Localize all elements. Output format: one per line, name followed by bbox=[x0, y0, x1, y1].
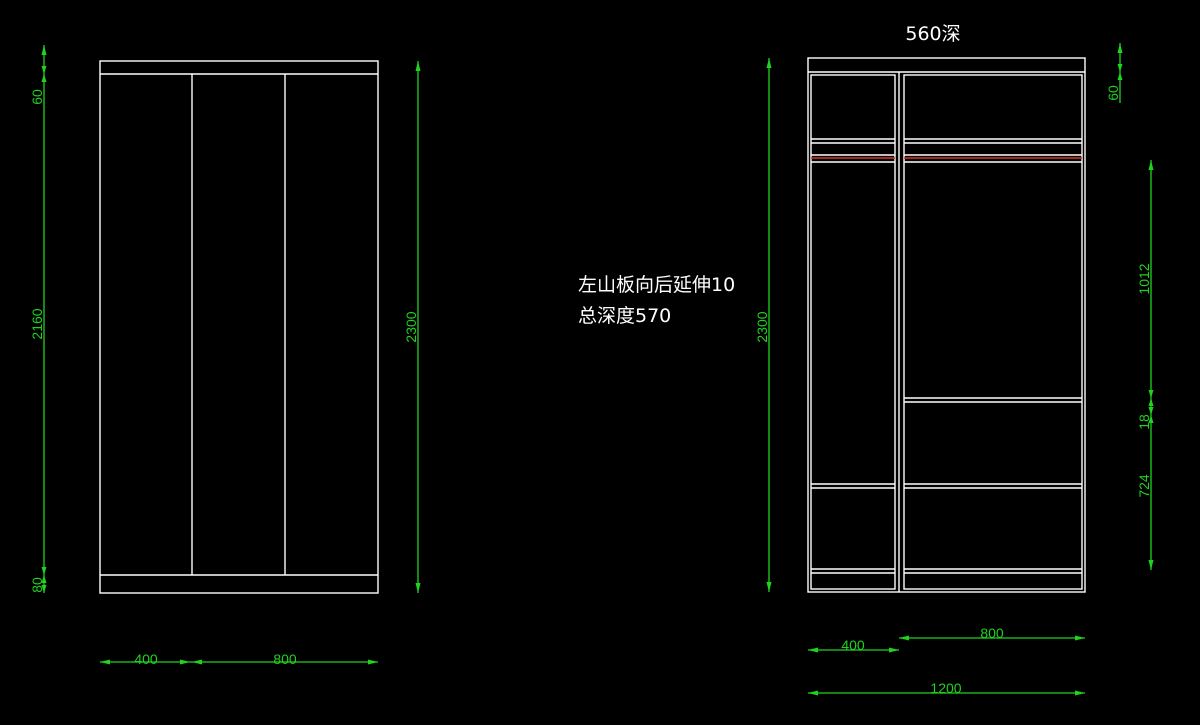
dim-front-width-800: 800 bbox=[273, 651, 297, 667]
interior-view bbox=[807, 57, 1086, 593]
interior-outer-frame bbox=[807, 57, 1086, 593]
front-height-dimension: 2300 bbox=[403, 61, 421, 593]
dim-interior-724: 724 bbox=[1136, 474, 1152, 498]
dim-front-bottom-80: 80 bbox=[29, 577, 45, 593]
notes: 左山板向后延伸10 总深度570 bbox=[578, 274, 735, 327]
dim-interior-height-2300: 2300 bbox=[754, 311, 770, 342]
interior-top-dimension: 60 bbox=[1105, 43, 1123, 103]
interior-right-dimension: 1012 18 724 bbox=[1136, 160, 1154, 570]
front-outer-frame bbox=[99, 60, 379, 594]
dim-interior-top-60: 60 bbox=[1105, 85, 1121, 101]
depth-label: 560深 bbox=[905, 23, 960, 45]
dim-interior-18: 18 bbox=[1136, 414, 1152, 430]
dim-interior-1012: 1012 bbox=[1136, 263, 1152, 294]
dim-interior-width-1200: 1200 bbox=[930, 680, 961, 696]
note-line-1: 左山板向后延伸10 bbox=[578, 274, 735, 296]
note-line-2: 总深度570 bbox=[578, 305, 671, 327]
front-bottom-dimension: 400 800 bbox=[100, 651, 378, 667]
dim-front-top-60: 60 bbox=[29, 89, 45, 105]
dim-interior-width-400: 400 bbox=[841, 637, 865, 653]
interior-height-dimension: 2300 bbox=[754, 58, 772, 592]
dim-interior-width-800: 800 bbox=[980, 625, 1004, 641]
left-inner-cabinet bbox=[810, 74, 896, 590]
dim-front-width-400: 400 bbox=[134, 651, 158, 667]
right-inner-cabinet bbox=[903, 74, 1083, 590]
front-view bbox=[99, 60, 379, 594]
dim-front-middle-2160: 2160 bbox=[29, 308, 45, 339]
front-left-dimension: 60 2160 80 bbox=[29, 45, 47, 593]
dim-front-height-2300: 2300 bbox=[403, 311, 419, 342]
interior-bottom-dimension: 400 800 1200 bbox=[808, 625, 1085, 696]
